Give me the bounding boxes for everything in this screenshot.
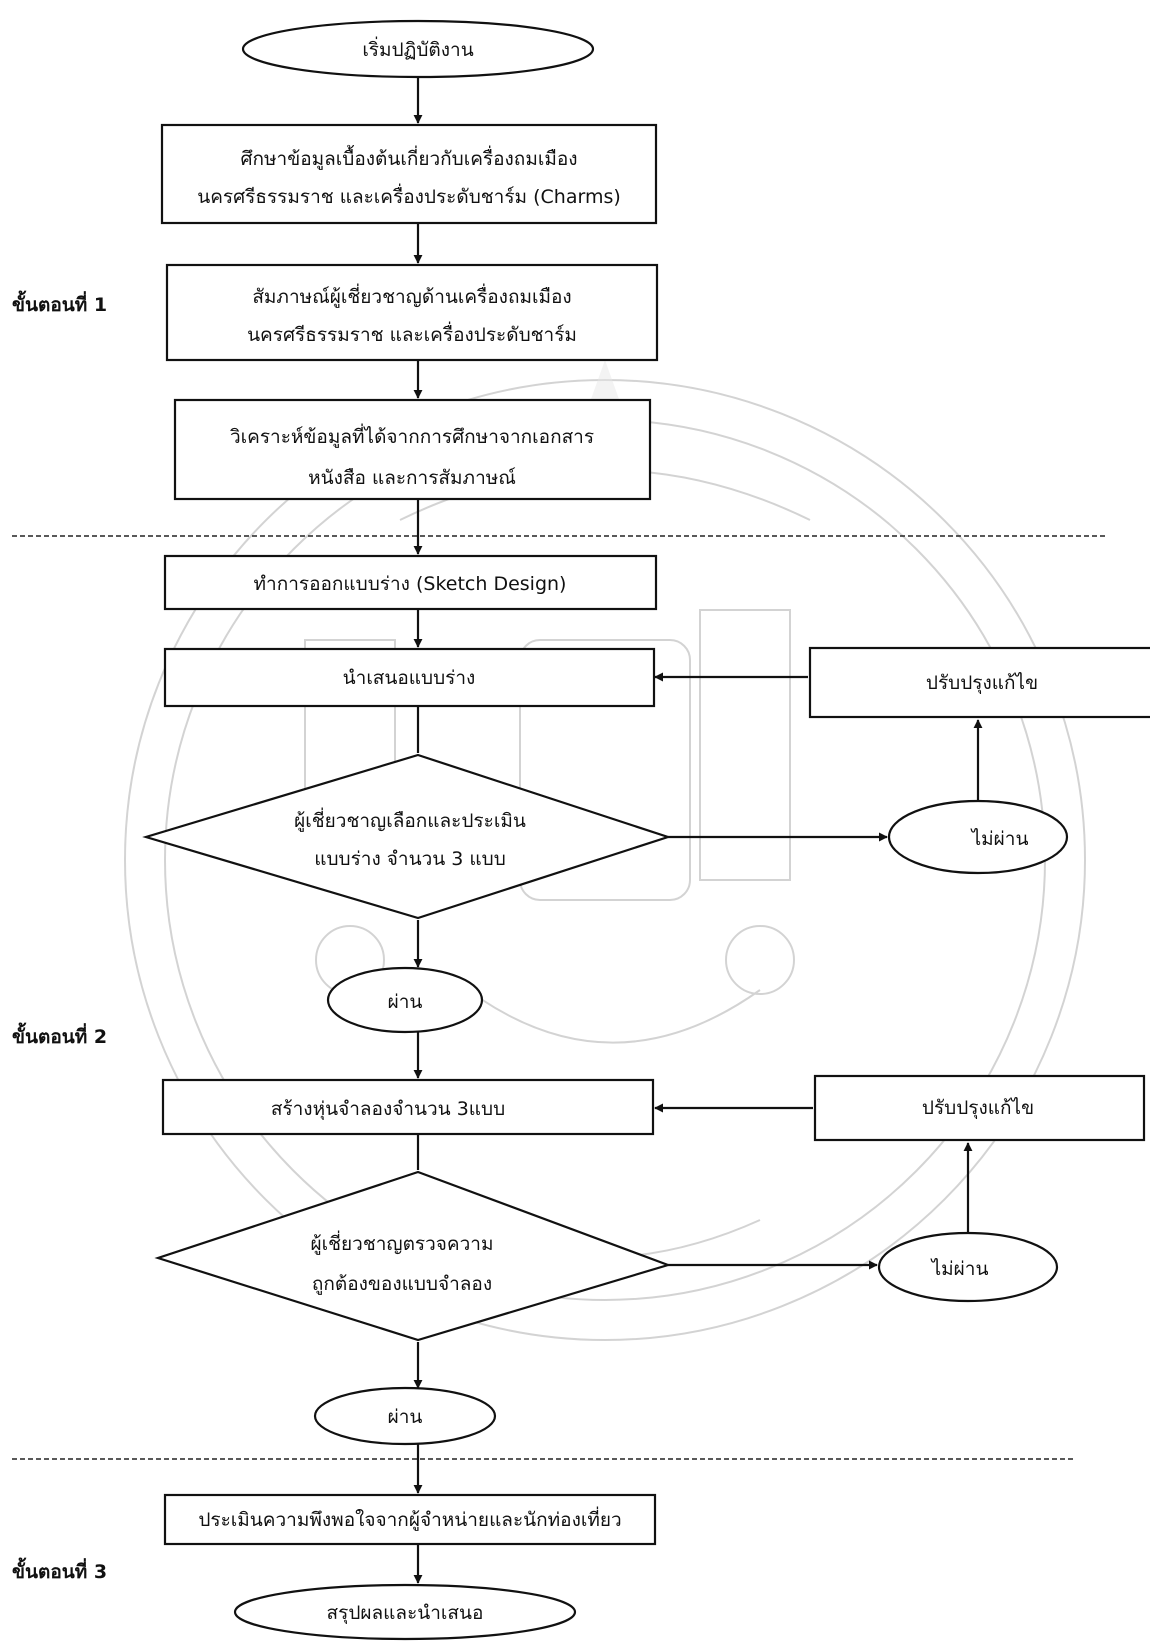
present-sketch-label: นำเสนอแบบร่าง [343, 667, 476, 689]
process-revise-2: ปรับปรุงแก้ไข [813, 1074, 1146, 1142]
process-revise-1: ปรับปรุงแก้ไข [808, 646, 1150, 719]
process-model: สร้างหุ่นจำลองจำนวน 3แบบ [161, 1078, 655, 1136]
study-line-2: นครศรีธรรมราช และเครื่องประดับชาร์ม (Cha… [197, 183, 621, 208]
fail-2-terminator: ไม่ผ่าน [877, 1231, 1059, 1303]
conclude-terminator: สรุปผลและนำเสนอ [233, 1583, 577, 1641]
decision-1-line-2: แบบร่าง จำนวน 3 แบบ [314, 848, 506, 870]
pass-2-terminator: ผ่าน [313, 1386, 497, 1446]
study-line-1: ศึกษาข้อมูลเบื้องต้นเกี่ยวกับเครื่องถมเม… [240, 145, 577, 170]
interview-line-2: นครศรีธรรมราช และเครื่องประดับชาร์ม [247, 321, 577, 346]
process-analyze: วิเคราะห์ข้อมูลที่ได้จากการศึกษาจากเอกสา… [173, 398, 652, 501]
pass-1-label: ผ่าน [388, 991, 423, 1013]
stage-label-2: ขั้นตอนที่ 2 [12, 1022, 107, 1048]
stage-label-1: ขั้นตอนที่ 1 [12, 290, 107, 316]
model-label: สร้างหุ่นจำลองจำนวน 3แบบ [271, 1098, 505, 1121]
start-terminator: เริ่มปฏิบัติงาน [241, 19, 595, 79]
sketch-label: ทำการออกแบบร่าง (Sketch Design) [254, 573, 567, 595]
process-evaluate: ประเมินความพึงพอใจจากผู้จำหน่ายและนักท่อ… [163, 1493, 657, 1546]
decision-2: ผู้เชี่ยวชาญตรวจความ ถูกต้องของแบบจำลอง [154, 1170, 672, 1342]
decision-2-line-2: ถูกต้องของแบบจำลอง [312, 1273, 492, 1295]
decision-2-line-1: ผู้เชี่ยวชาญตรวจความ [311, 1230, 494, 1255]
fail-1-terminator: ไม่ผ่าน [887, 799, 1069, 875]
start-label: เริ่มปฏิบัติงาน [362, 36, 473, 61]
analyze-line-1: วิเคราะห์ข้อมูลที่ได้จากการศึกษาจากเอกสา… [230, 423, 594, 448]
conclude-label: สรุปผลและนำเสนอ [327, 1602, 484, 1625]
analyze-line-2: หนังสือ และการสัมภาษณ์ [308, 467, 516, 489]
process-study: ศึกษาข้อมูลเบื้องต้นเกี่ยวกับเครื่องถมเม… [160, 123, 658, 225]
process-present-sketch: นำเสนอแบบร่าง [163, 647, 656, 708]
interview-line-1: สัมภาษณ์ผู้เชี่ยวชาญด้านเครื่องถมเมือง [252, 283, 571, 308]
connectors [413, 76, 983, 1584]
stage-label-3: ขั้นตอนที่ 3 [12, 1557, 107, 1583]
decision-1-line-1: ผู้เชี่ยวชาญเลือกและประเมิน [294, 807, 526, 832]
pass-1-terminator: ผ่าน [326, 966, 484, 1034]
revise-1-label: ปรับปรุงแก้ไข [926, 672, 1038, 695]
decision-1: ผู้เชี่ยวชาญเลือกและประเมิน แบบร่าง จำนว… [142, 753, 672, 920]
pass-2-label: ผ่าน [388, 1406, 423, 1428]
fail-1-label: ไม่ผ่าน [970, 828, 1029, 850]
process-interview: สัมภาษณ์ผู้เชี่ยวชาญด้านเครื่องถมเมือง น… [165, 263, 659, 362]
process-sketch: ทำการออกแบบร่าง (Sketch Design) [163, 554, 658, 611]
fail-2-label: ไม่ผ่าน [930, 1258, 989, 1280]
revise-2-label: ปรับปรุงแก้ไข [922, 1097, 1034, 1120]
evaluate-label: ประเมินความพึงพอใจจากผู้จำหน่ายและนักท่อ… [198, 1506, 621, 1531]
